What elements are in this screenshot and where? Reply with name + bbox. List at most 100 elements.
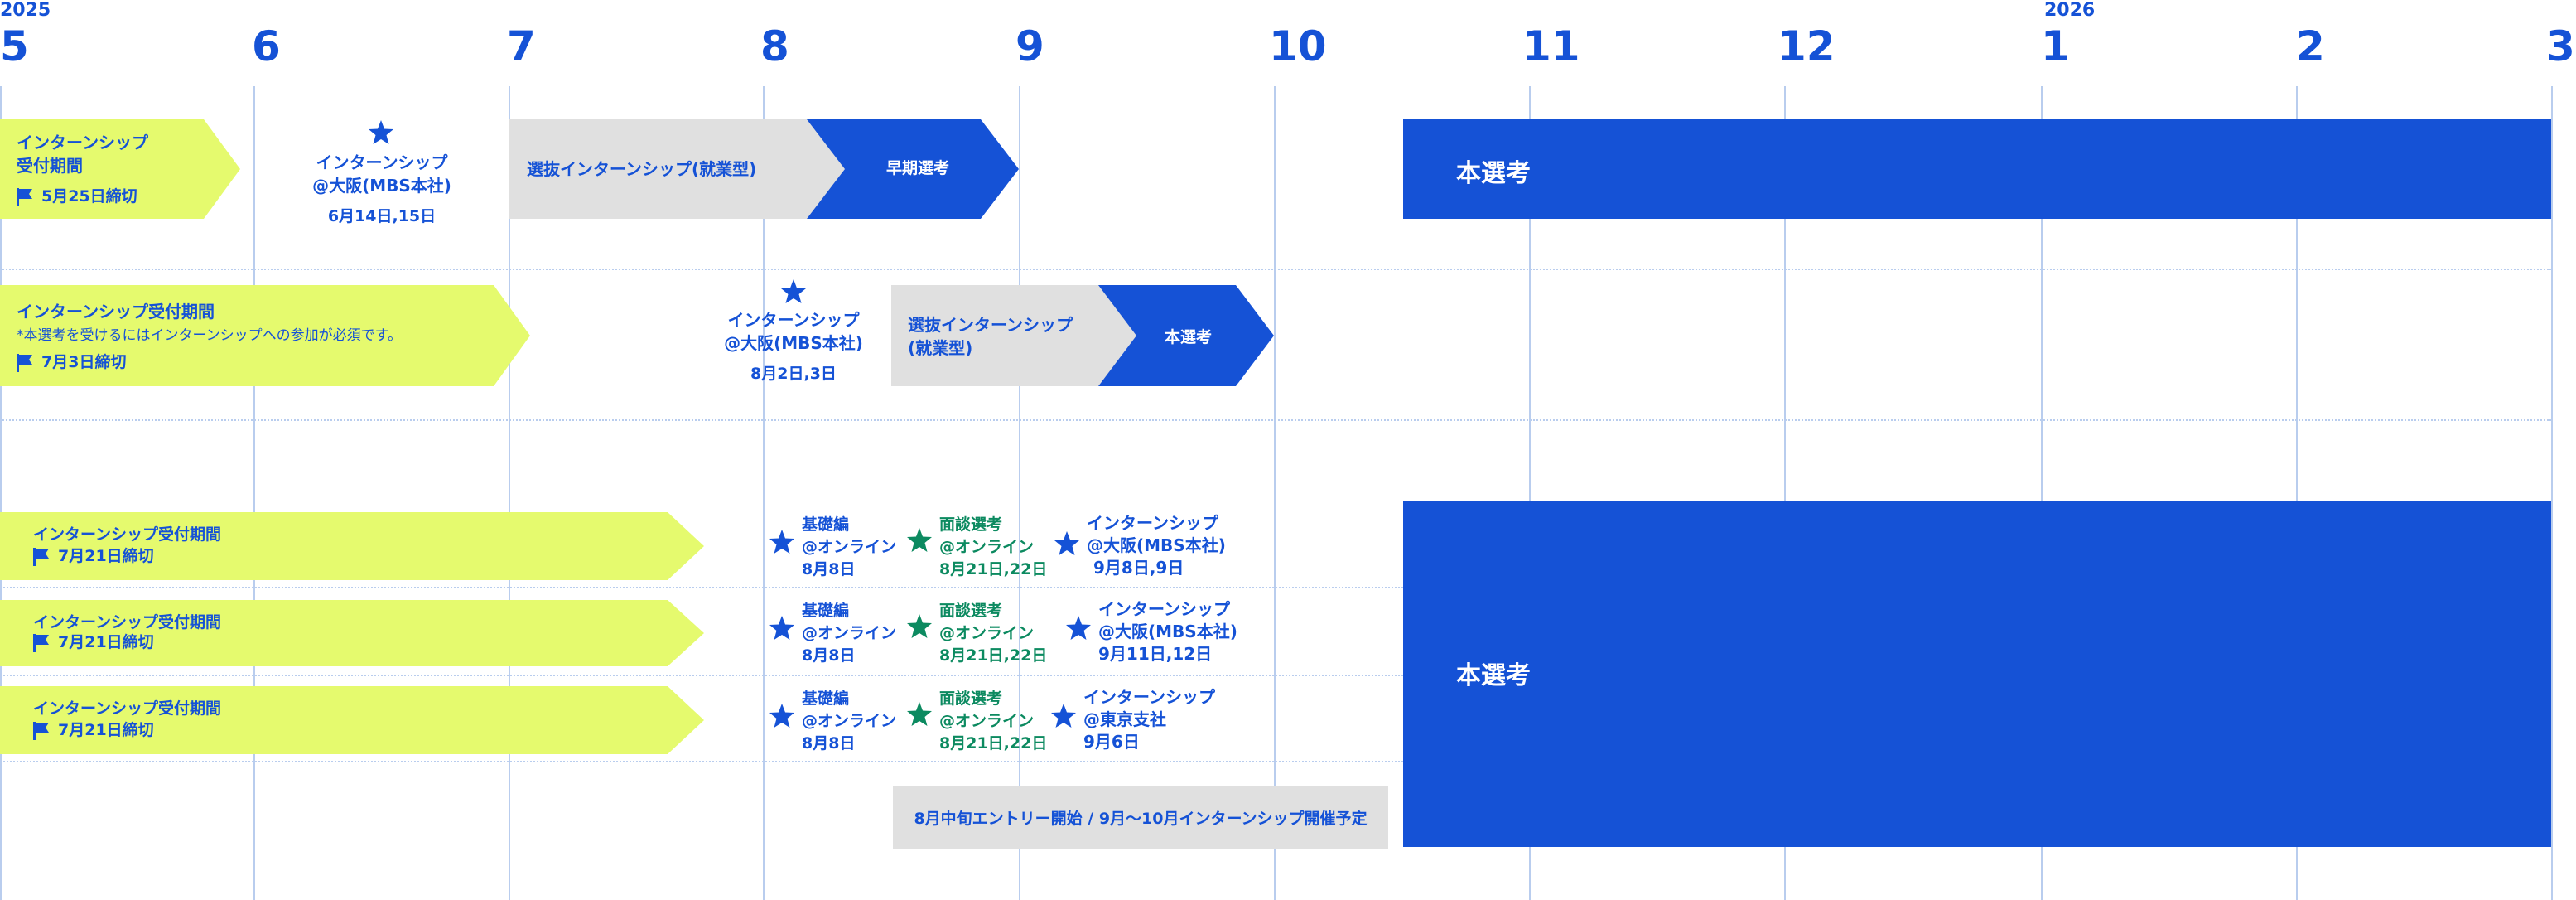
internship-date: 9月11日,12日 [1098, 644, 1213, 664]
basic-title: 基礎編 [802, 515, 850, 534]
deadline-text: 7月21日締切 [58, 633, 154, 651]
deadline: 7月3日締切 [17, 350, 126, 372]
main-selection-label: 本選考 [1456, 159, 1531, 188]
basic-date: 8月8日 [802, 734, 856, 752]
flag-icon [33, 634, 50, 652]
month-label: 8 [760, 22, 789, 70]
basic-date: 8月8日 [802, 560, 856, 578]
internship-title: インターンシップ [1098, 599, 1230, 619]
row-divider [0, 269, 2551, 270]
interview-place: @オンライン [939, 538, 1035, 556]
internship-title: インターンシップ [1087, 513, 1218, 533]
intern-event-dates: 8月2日,3日 [750, 365, 837, 383]
deadline: 7月21日締切 [33, 630, 154, 652]
star-icon [769, 616, 794, 640]
star-icon [907, 528, 932, 552]
internship-place: @東京支社 [1083, 709, 1166, 729]
month-label: 1 [2041, 22, 2070, 70]
requirement-note: *本選考を受けるにはインターンシップへの参加が必須です。 [17, 327, 402, 344]
year-label-2025: 2025 [0, 0, 51, 21]
basic-title: 基礎編 [802, 690, 850, 708]
star-icon [369, 120, 393, 144]
internship-place: @大阪(MBS本社) [1087, 535, 1226, 555]
month-gridline [1784, 86, 1786, 900]
month-gridline [1019, 86, 1020, 900]
month-gridline [2041, 86, 2043, 900]
internship-date: 9月6日 [1083, 732, 1140, 752]
interview-selection: 面談選考 @オンライン 8月21日,22日 [939, 514, 1047, 581]
month-gridline [2296, 86, 2298, 900]
internship-session: インターンシップ @大阪(MBS本社) 9月11日,12日 [1098, 598, 1237, 665]
flag-icon [33, 722, 50, 740]
intern-period-arrow: インターンシップ受付期間 7月21日締切 [0, 512, 704, 580]
intern-period-title: インターンシップ受付期間 [33, 699, 222, 718]
interview-date: 8月21日,22日 [939, 560, 1048, 578]
intern-period-title: インターンシップ 受付期間 [17, 133, 148, 176]
deadline-text: 7月21日締切 [58, 547, 154, 565]
deadline: 7月21日締切 [33, 718, 154, 740]
month-label: 5 [0, 22, 29, 70]
basic-course: 基礎編 @オンライン 8月8日 [802, 688, 896, 755]
flag-icon [17, 354, 33, 372]
month-label: 11 [1522, 22, 1580, 70]
star-icon [907, 614, 932, 638]
flag-icon [17, 188, 33, 206]
row-divider [0, 587, 1403, 588]
month-gridline [0, 86, 2, 900]
selection-internship-bar: 選抜インターンシップ (就業型) [891, 285, 1145, 386]
row-divider [0, 761, 1403, 762]
month-gridline [1274, 86, 1276, 900]
interview-place: @オンライン [939, 624, 1035, 642]
internship-session: インターンシップ @東京支社 9月6日 [1083, 686, 1215, 753]
basic-title: 基礎編 [802, 602, 850, 620]
month-label: 12 [1778, 22, 1836, 70]
internship-date: 9月8日,9日 [1093, 558, 1184, 578]
interview-date: 8月21日,22日 [939, 646, 1048, 665]
month-label: 7 [507, 22, 536, 70]
month-label: 10 [1269, 22, 1327, 70]
intern-period-arrow: インターンシップ 受付期間 5月25日締切 [0, 119, 240, 219]
basic-place: @オンライン [802, 624, 897, 642]
month-gridline [253, 86, 255, 900]
internship-session: インターンシップ @大阪(MBS本社) 9月8日,9日 [1087, 512, 1226, 579]
internship-title: インターンシップ [1083, 687, 1215, 707]
month-gridline [2551, 86, 2553, 900]
row-divider [0, 675, 1403, 676]
entry-notice-text: 8月中旬エントリー開始 / 9月〜10月インターンシップ開催予定 [914, 810, 1368, 828]
deadline: 7月21日締切 [33, 544, 154, 566]
basic-date: 8月8日 [802, 646, 856, 665]
interview-title: 面談選考 [939, 515, 1003, 534]
basic-place: @オンライン [802, 538, 897, 556]
interview-date: 8月21日,22日 [939, 734, 1048, 752]
flag-icon [33, 548, 50, 566]
star-icon [1066, 616, 1091, 640]
star-icon [1051, 704, 1076, 728]
intern-event-title: インターンシップ @大阪(MBS本社) [724, 310, 863, 353]
month-gridline [763, 86, 765, 900]
star-icon [769, 530, 794, 554]
main-selection-bar: 本選考 [1098, 285, 1274, 386]
intern-period-arrow: インターンシップ受付期間 7月21日締切 [0, 600, 704, 666]
deadline-text: 7月21日締切 [58, 721, 154, 739]
main-selection-label: 本選考 [1456, 661, 1531, 690]
star-icon [781, 279, 806, 303]
intern-event-title: インターンシップ @大阪(MBS本社) [312, 152, 451, 196]
month-label: 3 [2546, 22, 2575, 70]
star-icon [1054, 531, 1079, 555]
main-selection-bar: 本選考 [1403, 119, 2551, 219]
interview-selection: 面談選考 @オンライン 8月21日,22日 [939, 688, 1047, 755]
intern-period-arrow: インターンシップ受付期間 *本選考を受けるにはインターンシップへの参加が必須です… [0, 285, 530, 386]
month-gridline [1529, 86, 1531, 900]
early-selection-bar: 早期選考 [807, 119, 1019, 219]
selection-internship-label: 選抜インターンシップ(就業型) [527, 159, 757, 179]
row-divider [0, 419, 2551, 421]
interview-title: 面談選考 [939, 602, 1003, 620]
year-label-2026: 2026 [2044, 0, 2096, 21]
star-icon [769, 704, 794, 728]
internship-place: @大阪(MBS本社) [1098, 622, 1237, 641]
intern-period-title: インターンシップ受付期間 [33, 613, 222, 631]
month-label: 6 [252, 22, 281, 70]
deadline: 5月25日締切 [17, 184, 137, 206]
intern-period-title: インターンシップ受付期間 [17, 302, 215, 322]
intern-period-arrow: インターンシップ受付期間 7月21日締切 [0, 686, 704, 754]
